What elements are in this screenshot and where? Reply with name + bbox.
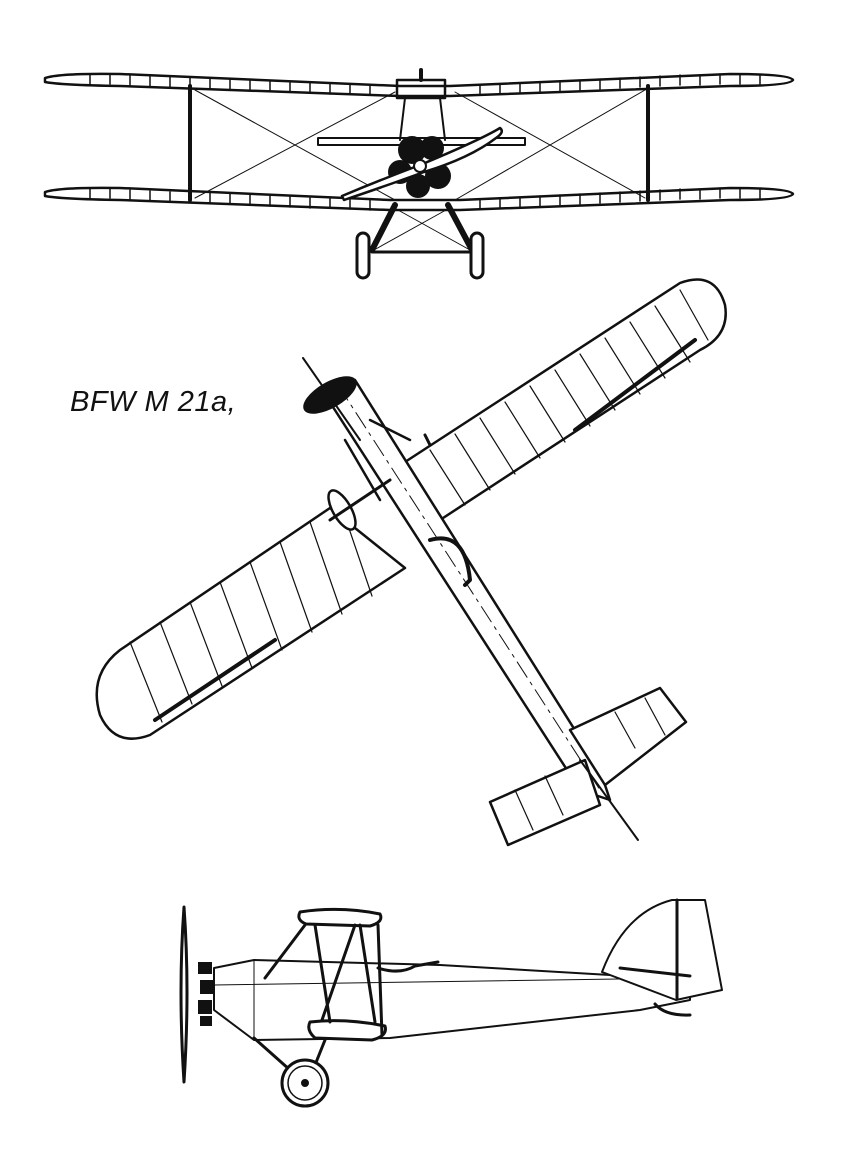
plan-view-drawing bbox=[95, 278, 727, 847]
caption-label: BFW M 21a, bbox=[70, 386, 237, 418]
front-view-drawing bbox=[43, 68, 795, 280]
